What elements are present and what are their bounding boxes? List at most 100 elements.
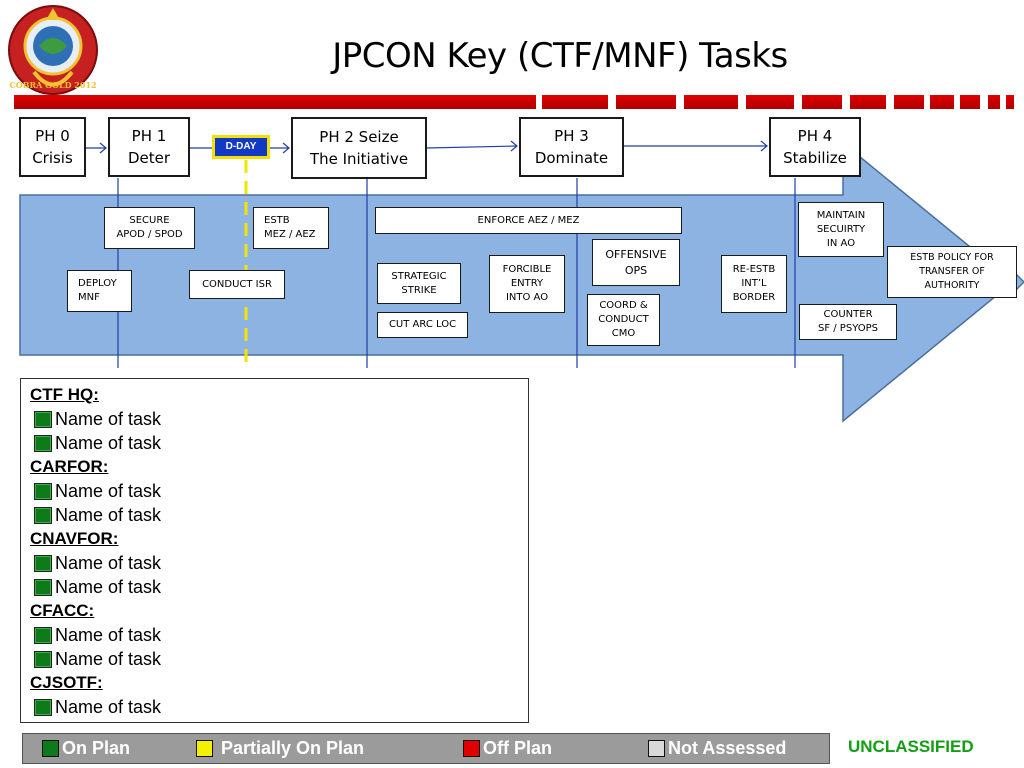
task-name: Name of task xyxy=(55,625,162,645)
task-text: SF / PSYOPS xyxy=(817,323,878,334)
cobra-gold-logo: COBRA GOLD 2012 xyxy=(8,5,98,95)
task-conduct-isr: CONDUCT ISR xyxy=(189,270,285,299)
task-name: Name of task xyxy=(55,649,162,669)
task-list-item: Name of task xyxy=(30,431,161,455)
task-text: ESTB xyxy=(264,215,290,226)
legend-label: On Plan xyxy=(62,738,131,758)
header-rule-segment xyxy=(850,95,886,109)
task-text: ENTRY xyxy=(510,278,544,289)
legend-off-plan: Off Plan xyxy=(463,733,552,764)
task-text: STRIKE xyxy=(401,284,437,296)
org-cfacc: CFACC: xyxy=(30,601,95,620)
task-enforce-aez-mez: ENFORCE AEZ / MEZ xyxy=(375,207,682,234)
task-text: SECUIRTY xyxy=(816,223,866,235)
task-text: CMO xyxy=(611,328,636,339)
status-legend-bar xyxy=(22,733,830,764)
task-text: INT’L xyxy=(741,278,767,289)
task-text: BORDER xyxy=(732,292,776,303)
task-text: INTO AO xyxy=(505,292,549,303)
on-plan-status-icon xyxy=(34,650,52,668)
header-rule-segment xyxy=(988,95,1000,109)
partial-swatch-icon xyxy=(196,740,213,757)
header-rule-segment xyxy=(616,95,676,109)
header-rule-segment xyxy=(802,95,842,109)
phase-2-line2: The Initiative xyxy=(309,150,409,168)
task-name: Name of task xyxy=(55,553,162,573)
task-text: MAINTAIN xyxy=(816,209,866,221)
task-text: OPS xyxy=(624,263,648,277)
task-list-item: Name of task xyxy=(30,647,161,671)
task-text: CONDUCT ISR xyxy=(202,278,272,290)
task-list-item: Name of task xyxy=(30,407,161,431)
task-offensive-ops: OFFENSIVE OPS xyxy=(592,239,680,286)
org-ctf-hq: CTF HQ: xyxy=(30,385,99,404)
task-text: STRATEGIC xyxy=(391,270,447,282)
header-rule-segment xyxy=(894,95,924,109)
phase-4-line1: PH 4 xyxy=(797,127,833,145)
task-text: ESTB POLICY FOR xyxy=(910,252,994,263)
task-text: SECURE xyxy=(129,215,170,226)
header-rule-segment xyxy=(684,95,738,109)
task-maintain-security: MAINTAIN SECUIRTY IN AO xyxy=(798,202,884,257)
task-secure-apod-spod: SECURE APOD / SPOD xyxy=(104,207,195,249)
task-name: Name of task xyxy=(55,505,162,525)
on-plan-status-icon xyxy=(34,482,52,500)
task-text: DEPLOY xyxy=(78,278,117,289)
task-list-item: Name of task xyxy=(30,551,161,575)
org-cnavfor: CNAVFOR: xyxy=(30,529,119,548)
legend-label: Off Plan xyxy=(483,738,553,758)
header-rule-segment xyxy=(1006,95,1014,109)
task-text: IN AO xyxy=(826,237,856,249)
phase-4-line2: Stabilize xyxy=(783,149,847,167)
task-status-panel xyxy=(20,378,529,723)
on-plan-swatch-icon xyxy=(42,740,59,757)
task-text: COUNTER xyxy=(823,309,873,320)
task-text: MEZ / AEZ xyxy=(264,229,316,240)
on-plan-status-icon xyxy=(34,698,52,716)
phase-1-line2: Deter xyxy=(127,149,171,167)
on-plan-status-icon xyxy=(34,434,52,452)
task-list-item: Name of task xyxy=(30,479,161,503)
task-status-list: CTF HQ: Name of task Name of task CARFOR… xyxy=(30,383,161,719)
task-deploy-mnf: DEPLOY MNF xyxy=(67,270,132,312)
task-text: RE-ESTB xyxy=(732,264,776,275)
classification-label: UNCLASSIFIED xyxy=(848,737,974,756)
phase-1-line1: PH 1 xyxy=(131,127,167,145)
on-plan-status-icon xyxy=(34,410,52,428)
page-title: JPCON Key (CTF/MNF) Tasks xyxy=(332,36,788,76)
legend-label: Not Assessed xyxy=(668,738,787,758)
phase-0-box: PH 0 Crisis xyxy=(19,117,86,177)
on-plan-status-icon xyxy=(34,554,52,572)
on-plan-status-icon xyxy=(34,626,52,644)
task-text: APOD / SPOD xyxy=(116,229,183,240)
task-text: CONDUCT xyxy=(598,314,649,325)
phase-0-line1: PH 0 xyxy=(35,127,70,145)
task-list-item: Name of task xyxy=(30,695,161,719)
header-rule-segment xyxy=(542,95,608,109)
phase-3-line1: PH 3 xyxy=(554,127,589,145)
task-list-item: Name of task xyxy=(30,623,161,647)
legend-not-assessed: Not Assessed xyxy=(648,733,786,764)
task-estb-mez-aez: ESTB MEZ / AEZ xyxy=(253,207,329,249)
on-plan-status-icon xyxy=(34,506,52,524)
phase-1-box: PH 1 Deter xyxy=(108,117,190,177)
task-name: Name of task xyxy=(55,577,162,597)
phase-3-line2: Dominate xyxy=(534,149,609,167)
legend-on-plan: On Plan xyxy=(42,733,130,764)
task-cut-arc-loc: CUT ARC LOC xyxy=(377,312,468,338)
header-rule-segment xyxy=(960,95,980,109)
task-text: ENFORCE AEZ / MEZ xyxy=(477,214,580,226)
org-carfor: CARFOR: xyxy=(30,457,109,476)
task-name: Name of task xyxy=(55,697,162,717)
task-text: MNF xyxy=(78,292,100,303)
task-text: OFFENSIVE xyxy=(605,247,667,261)
on-plan-status-icon xyxy=(34,578,52,596)
task-counter-sf-psyops: COUNTER SF / PSYOPS xyxy=(799,304,897,340)
legend-partially-on-plan: Partially On Plan xyxy=(196,733,364,764)
task-text: FORCIBLE xyxy=(502,264,552,275)
task-estb-policy-transfer: ESTB POLICY FOR TRANSFER OF AUTHORITY xyxy=(887,246,1017,298)
task-name: Name of task xyxy=(55,481,162,501)
header-rule xyxy=(14,95,536,109)
task-list-item: Name of task xyxy=(30,503,161,527)
legend-label: Partially On Plan xyxy=(221,738,365,758)
